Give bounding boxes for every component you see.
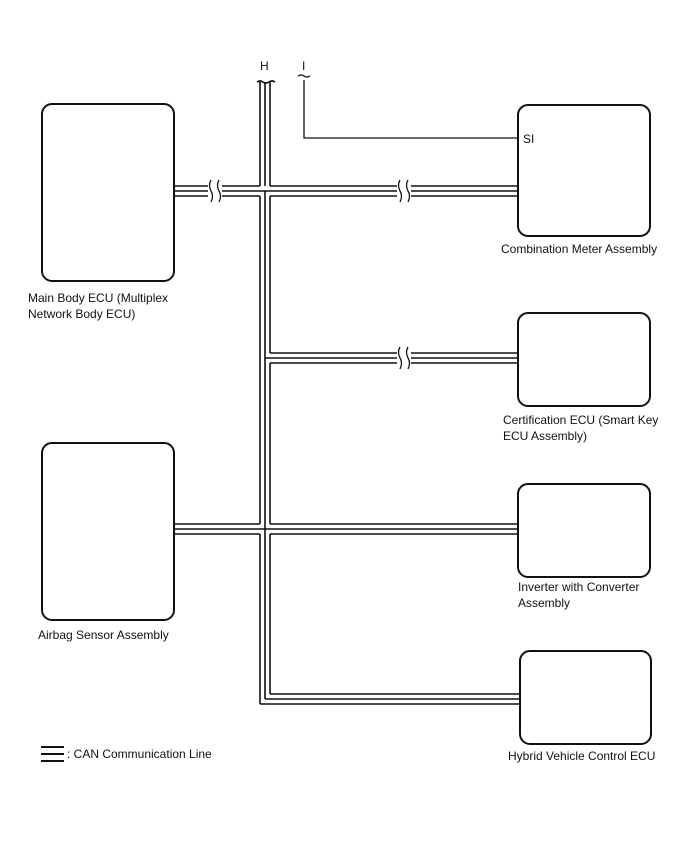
inverter-converter-box	[517, 483, 651, 578]
combination-meter-label: Combination Meter Assembly	[501, 242, 658, 256]
can-bus-lines	[174, 80, 520, 705]
terminal-si-label: SI	[523, 132, 535, 146]
bus-label-i: I	[302, 59, 306, 73]
bus-label-h: H	[260, 59, 269, 73]
hybrid-vehicle-ecu-label: Hybrid Vehicle Control ECU	[508, 749, 656, 763]
legend-can-symbol	[41, 746, 64, 762]
certification-ecu-box	[517, 312, 651, 407]
airbag-sensor-label: Airbag Sensor Assembly	[38, 628, 169, 642]
legend-can-label: : CAN Communication Line	[67, 747, 212, 761]
main-body-ecu-label: Main Body ECU (Multiplex Network Body EC…	[28, 291, 169, 321]
main-body-ecu-box	[41, 103, 175, 282]
inverter-converter-label: Inverter with Converter Assembly	[518, 580, 640, 610]
hybrid-vehicle-ecu-box	[519, 650, 652, 745]
certification-ecu-label: Certification ECU (Smart Key ECU Assembl…	[503, 413, 659, 443]
airbag-sensor-box	[41, 442, 175, 621]
break-marks	[208, 179, 411, 370]
line-i	[297, 74, 518, 139]
combination-meter-box	[517, 104, 651, 237]
